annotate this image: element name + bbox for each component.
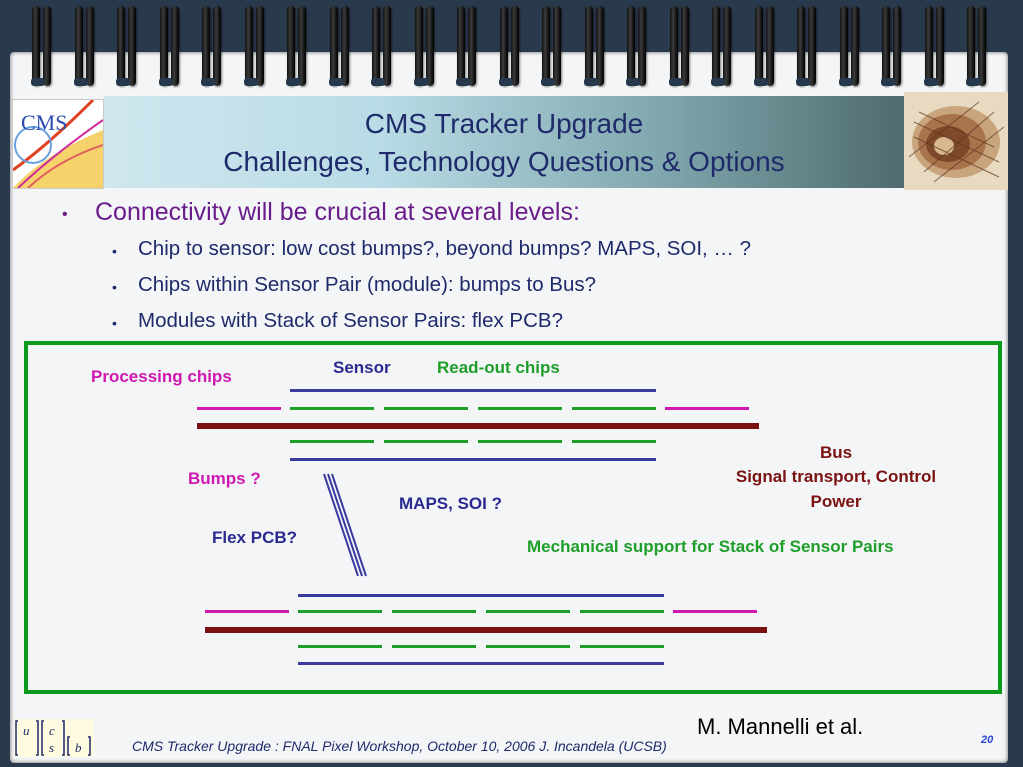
readout-chip-line [486, 610, 570, 613]
readout-chip-line [392, 610, 476, 613]
processing-chip-line [205, 610, 289, 613]
ucsb-logo: u c s b [14, 719, 94, 757]
processing-chips-label: Processing chips [91, 367, 232, 386]
readout-chip-line [572, 407, 656, 410]
flex-pcb-lines [323, 473, 367, 577]
readout-chip-line [580, 610, 664, 613]
processing-chip-line [665, 407, 749, 410]
sub-bullet-marker: • [112, 243, 117, 259]
main-bullet: Connectivity will be crucial at several … [95, 198, 580, 226]
bus-line [197, 423, 759, 429]
sub-bullet-3: Modules with Stack of Sensor Pairs: flex… [138, 309, 563, 332]
readout-chip-line [486, 645, 570, 648]
readout-chip-line [572, 440, 656, 443]
sensor-line [298, 594, 664, 597]
readout-chip-line [580, 645, 664, 648]
slide-title-line1: CMS Tracker Upgrade [364, 108, 644, 139]
bus-line [205, 627, 767, 633]
sub-bullet-2: Chips within Sensor Pair (module): bumps… [138, 273, 597, 296]
tracker-image [904, 92, 1008, 190]
title-band [104, 96, 904, 188]
sub-bullet-1: Chip to sensor: low cost bumps?, beyond … [138, 237, 752, 260]
readout-chip-line [290, 440, 374, 443]
slide-title-line2: Challenges, Technology Questions & Optio… [223, 146, 785, 177]
bus-title-label: Bus [819, 443, 853, 462]
readout-chip-line [392, 645, 476, 648]
processing-chip-line [673, 610, 757, 613]
ucsb-letter: b [75, 740, 82, 755]
author-credit: M. Mannelli et al. [697, 714, 864, 739]
sub-bullet-marker: • [112, 315, 117, 331]
module-diagram-box [24, 341, 1002, 694]
sensor-line [290, 458, 656, 461]
readout-chip-line [298, 610, 382, 613]
cms-logo: CMS [12, 98, 104, 189]
cms-logo-text: CMS [21, 110, 67, 135]
ucsb-letter: c [49, 723, 55, 738]
bus-power-label: Power [810, 492, 862, 511]
readout-chip-line [384, 407, 468, 410]
mechanical-support-label: Mechanical support for Stack of Sensor P… [527, 537, 894, 556]
ucsb-letter: u [23, 723, 30, 738]
page-number: 20 [981, 734, 994, 746]
sensor-label: Sensor [333, 358, 391, 377]
readout-chip-line [290, 407, 374, 410]
bus-signal-label: Signal transport, Control [735, 467, 937, 486]
bumps-label: Bumps ? [188, 469, 261, 488]
sensor-line [290, 389, 656, 392]
readout-chip-line [298, 645, 382, 648]
readout-chips-label: Read-out chips [437, 358, 560, 377]
maps-soi-label: MAPS, SOI ? [399, 494, 502, 513]
footer-text: CMS Tracker Upgrade : FNAL Pixel Worksho… [132, 738, 667, 754]
ucsb-letter: s [49, 740, 54, 755]
sub-bullet-marker: • [112, 279, 117, 295]
readout-chip-line [478, 440, 562, 443]
cms-logo-icon: CMS [12, 98, 104, 189]
readout-chip-line [478, 407, 562, 410]
bullet-marker: • [62, 206, 68, 223]
readout-chip-line [384, 440, 468, 443]
sensor-line [298, 662, 664, 665]
flex-pcb-label: Flex PCB? [212, 528, 298, 547]
processing-chip-line [197, 407, 281, 410]
